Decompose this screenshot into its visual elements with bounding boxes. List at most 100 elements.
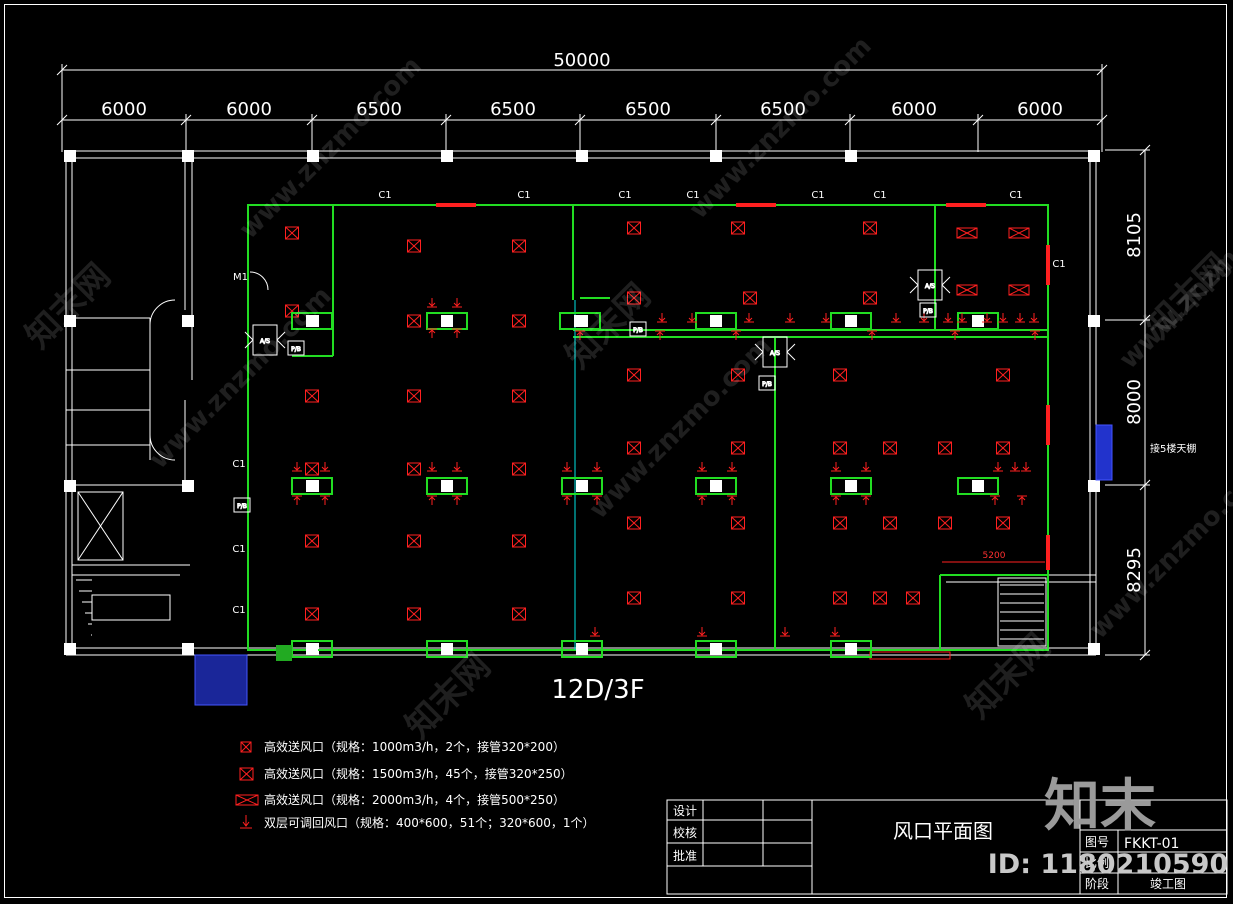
return-grille (427, 328, 437, 338)
supply-diffuser (627, 591, 641, 605)
supply-diffuser (731, 368, 745, 382)
supply-diffuser (731, 441, 745, 455)
supply-diffuser (833, 368, 847, 382)
supply-diffuser (512, 389, 526, 403)
return-grille (744, 313, 754, 323)
column (1088, 643, 1100, 655)
plenum-box (291, 477, 333, 495)
return-grille (452, 298, 462, 308)
return-grille (592, 462, 602, 472)
fan-unit: A/S (244, 324, 286, 356)
window-label-c1: C1 (378, 190, 391, 201)
return-grille (697, 495, 707, 505)
return-grille (292, 462, 302, 472)
return-grille (830, 627, 840, 637)
pb-box: P/B (919, 302, 937, 318)
return-grille (1017, 495, 1027, 505)
dimension-span-label: 6000 (226, 99, 272, 120)
stage-label: 阶段 (1085, 876, 1109, 891)
column (845, 150, 857, 162)
return-grille (831, 495, 841, 505)
column (182, 150, 194, 162)
window-label-c1: C1 (232, 459, 245, 470)
column (441, 150, 453, 162)
supply-diffuser (938, 441, 952, 455)
note-right: 接5楼天棚 (1150, 442, 1196, 455)
return-grille (592, 495, 602, 505)
column (64, 480, 76, 492)
return-grille (957, 313, 967, 323)
return-grille (731, 330, 741, 340)
column (64, 643, 76, 655)
plenum-box (559, 312, 601, 330)
legend-item-4: 双层可调回风口（规格：400*600，51个；320*600，1个） (264, 815, 595, 830)
return-grille (452, 462, 462, 472)
dimension-span-label: 6500 (760, 99, 806, 120)
supply-diffuser (883, 516, 897, 530)
supply-diffuser (863, 221, 877, 235)
return-grille (943, 313, 953, 323)
supply-diffuser (938, 516, 952, 530)
window-label-c1: C1 (873, 190, 886, 201)
pb-label: P/B (633, 327, 643, 334)
return-grille (590, 627, 600, 637)
column (182, 315, 194, 327)
supply-diffuser (512, 314, 526, 328)
plenum-box (426, 640, 468, 658)
dimension-span-label: 6000 (1017, 99, 1063, 120)
return-grille (1030, 330, 1040, 340)
supply-diffuser (996, 516, 1010, 530)
stairs (76, 579, 1044, 640)
supply-diffuser (305, 534, 319, 548)
return-grille (785, 313, 795, 323)
inner-dimension-label: 5200 (983, 551, 1006, 561)
supply-diffuser (305, 607, 319, 621)
return-grille (950, 330, 960, 340)
column (710, 150, 722, 162)
dimension-right (1105, 144, 1151, 661)
dimension-span-label: 6000 (891, 99, 937, 120)
title-design: 设计 (673, 804, 697, 818)
dimension-total-label: 50000 (553, 50, 610, 71)
return-grille (687, 313, 697, 323)
column (1088, 150, 1100, 162)
supply-diffuser (833, 516, 847, 530)
supply-diffuser (407, 389, 421, 403)
return-grille (427, 495, 437, 505)
return-grille (831, 462, 841, 472)
window-label-c1: C1 (618, 190, 631, 201)
return-grille (452, 328, 462, 338)
blue-connector (1095, 424, 1113, 481)
supply-diffuser (285, 226, 299, 240)
return-grille (1015, 313, 1025, 323)
title-block (666, 799, 1228, 895)
supply-diffuser (996, 368, 1010, 382)
legend-item-2: 高效送风口（规格：1500m3/h，45个，接管320*250） (264, 766, 573, 781)
supply-diffuser (407, 534, 421, 548)
return-grille (657, 313, 667, 323)
pb-box: P/B (758, 375, 776, 391)
supply-diffuser (873, 591, 887, 605)
watermark-site: www.znzmo.com (684, 31, 878, 225)
plenum-box (957, 312, 999, 330)
window-label-c1: C1 (1009, 190, 1022, 201)
door-label-m1: M1 (233, 272, 248, 283)
watermark-brand: 知末网 (18, 256, 118, 356)
return-grille (727, 495, 737, 505)
return-grille (990, 495, 1000, 505)
supply-diffuser (956, 227, 978, 239)
window-label-c1: C1 (232, 605, 245, 616)
supply-diffuser (833, 591, 847, 605)
plenum-box (830, 477, 872, 495)
return-grilles (292, 298, 1040, 637)
watermark-brand: 知末网 (958, 626, 1058, 726)
dimension-span-label: 6500 (490, 99, 536, 120)
return-grille (821, 313, 831, 323)
dimension-span-label: 6500 (625, 99, 671, 120)
supply-diffuser (996, 441, 1010, 455)
dimension-right-3: 8295 (1124, 547, 1145, 593)
return-grille (292, 495, 302, 505)
supply-diffuser (731, 221, 745, 235)
